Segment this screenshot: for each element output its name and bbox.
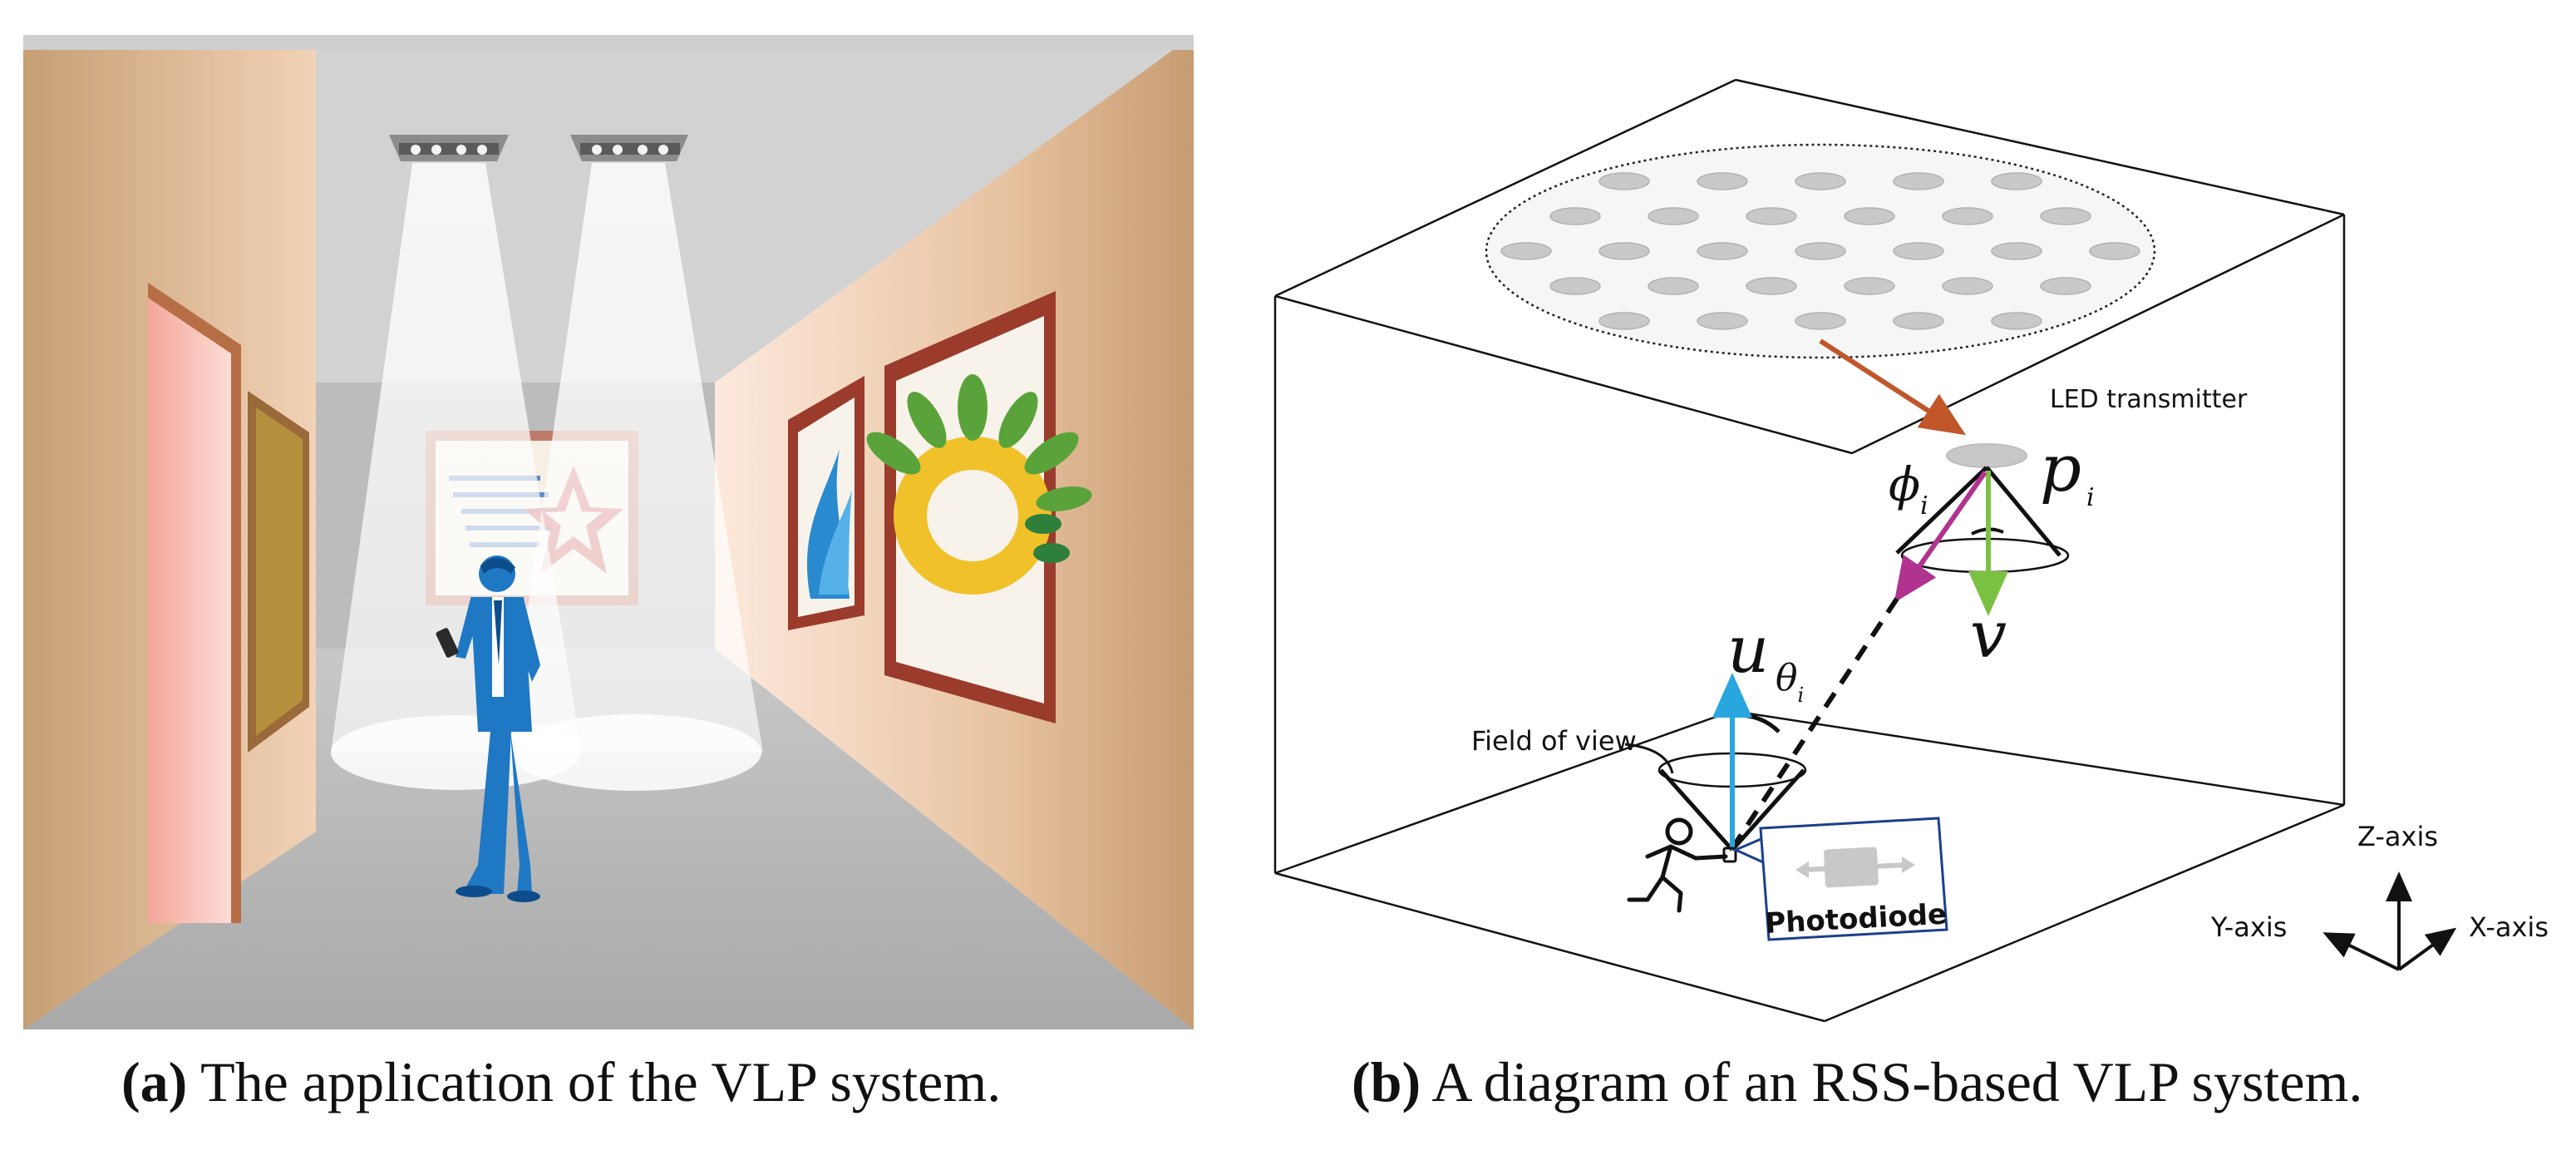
led-array xyxy=(1500,172,2140,330)
u-symbol: u xyxy=(1727,613,1769,688)
led-dot xyxy=(1648,277,1699,295)
led-dot xyxy=(1991,312,2042,330)
led-transmitter xyxy=(1946,443,2027,468)
led-dot xyxy=(1795,242,1846,260)
caption-a-text: The application of the VLP system. xyxy=(200,1050,1002,1113)
phi-symbol: ϕi xyxy=(1889,458,1928,521)
y-axis-label: Y-axis xyxy=(2210,911,2287,943)
led-dot xyxy=(1942,207,1993,225)
led-dot xyxy=(1795,172,1846,190)
z-axis-label: Z-axis xyxy=(2357,821,2438,852)
axis-indicator xyxy=(2322,871,2457,971)
led-dot xyxy=(1893,312,1944,330)
caption-b-tag: (b) xyxy=(1352,1050,1421,1113)
right-painting-sun xyxy=(866,291,1092,723)
caption-b-text: A diagram of an RSS-based VLP system. xyxy=(1431,1050,2363,1113)
caption-a: (a) The application of the VLP system. xyxy=(121,1049,1001,1115)
led-dot xyxy=(1549,277,1601,295)
line-of-sight xyxy=(1730,597,1899,850)
led-dot xyxy=(2089,242,2140,260)
phi-arrow xyxy=(1894,471,1987,603)
led-dot xyxy=(1942,277,1993,295)
led-selection-arrow xyxy=(1819,338,1967,436)
caption-a-tag: (a) xyxy=(121,1050,188,1113)
led-dot xyxy=(2040,277,2091,295)
led-dot xyxy=(1697,312,1748,330)
led-dot xyxy=(1697,172,1748,190)
led-dot xyxy=(1844,207,1895,225)
led-dot xyxy=(2040,207,2091,225)
led-dot xyxy=(1893,242,1944,260)
right-painting-blue xyxy=(788,376,864,630)
field-of-view-label: Field of view xyxy=(1471,725,1637,757)
led-dot xyxy=(1746,207,1797,225)
x-axis-label: X-axis xyxy=(2469,911,2549,943)
led-dot xyxy=(1991,172,2042,190)
v-symbol: v xyxy=(1970,598,2007,673)
panel-a-illustration xyxy=(23,35,1194,1029)
led-dot xyxy=(1991,242,2042,260)
person-with-phone xyxy=(436,555,540,902)
led-dot xyxy=(1598,172,1650,190)
left-door xyxy=(148,283,241,923)
field-of-view-leader xyxy=(1624,743,1674,774)
led-dot xyxy=(1697,242,1748,260)
led-dot xyxy=(1746,277,1797,295)
caption-b: (b) A diagram of an RSS-based VLP system… xyxy=(1352,1049,2362,1115)
photodiode-callout: Photodiode xyxy=(1732,817,1948,941)
led-dot xyxy=(1500,242,1552,260)
led-dot xyxy=(1795,312,1846,330)
theta-symbol: θi xyxy=(1776,657,1804,707)
led-dot xyxy=(1598,242,1650,260)
running-person-icon xyxy=(1627,817,1737,913)
led-dot xyxy=(1598,312,1650,330)
led-transmitter-label: LED transmitter xyxy=(2050,385,2248,414)
led-dot xyxy=(1844,277,1895,295)
led-dot xyxy=(1549,207,1601,225)
ceiling-light-right xyxy=(507,135,763,791)
led-dot xyxy=(1648,207,1699,225)
led-dot xyxy=(1893,172,1944,190)
